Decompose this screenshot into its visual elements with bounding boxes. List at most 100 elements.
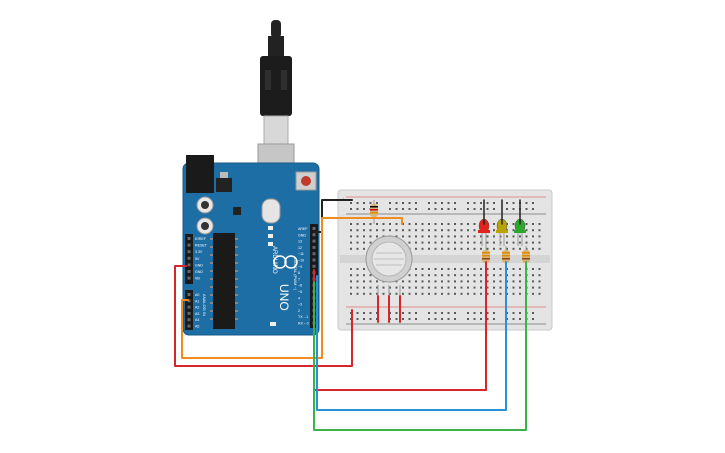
power-pin[interactable] [187,256,191,260]
bb-hole [486,318,489,320]
bb-hole [369,274,372,277]
bb-hole [395,318,398,320]
bb-hole [356,247,359,250]
bb-hole [402,202,404,204]
bb-hole [493,247,495,250]
bb-hole [369,223,372,225]
arduino-uno-board[interactable]: ARDUINO UNO DIGITAL (PWM ~) ANALOG IN AR… [182,155,320,336]
wire-blue-pin[interactable] [316,261,507,411]
reset-button-cap[interactable] [301,176,311,186]
bb-hole [415,274,417,277]
bb-hole [467,247,469,250]
bb-hole [408,229,411,232]
bb-hole [473,274,476,277]
arduino-logo [273,255,298,269]
digital-pin[interactable] [312,258,316,262]
bb-hole [389,286,391,289]
bb-hole [408,241,411,244]
power-pin[interactable] [187,243,191,247]
digital-pin[interactable] [312,227,316,230]
bb-hole [421,247,424,250]
power-pin[interactable] [187,276,191,280]
analog-pin[interactable] [187,293,191,296]
digital-pin[interactable] [312,233,316,237]
power-pin[interactable] [187,270,191,273]
bb-hole [415,268,417,270]
digital-pin[interactable] [312,252,316,256]
bb-hole [493,318,495,320]
digital-pin[interactable] [312,245,316,249]
analog-header-label: ANALOG IN [202,294,207,316]
digital-pin[interactable] [312,264,316,268]
bb-hole [441,235,443,238]
pin-label: GND [195,270,203,274]
pin-label: 13 [298,240,302,244]
bb-hole [369,202,372,204]
bb-hole [382,292,385,295]
power-pin[interactable] [187,263,191,267]
bb-hole [525,223,528,225]
green-led[interactable] [514,218,526,246]
bb-hole [415,292,417,295]
bb-hole [532,235,534,238]
pin-label: 3.3V [195,250,203,254]
bb-hole [389,223,391,225]
led-resistor[interactable] [502,246,510,268]
bb-hole [441,268,443,270]
bb-hole [447,202,450,204]
bb-hole [512,280,515,283]
bb-hole [447,318,450,320]
bb-hole [493,280,495,283]
bb-hole [369,312,372,314]
bb-hole [467,208,469,210]
sensor-resistor[interactable] [370,200,378,224]
bb-hole [363,280,365,283]
bb-hole [428,247,430,250]
bb-hole [486,235,489,238]
wire-black-gnd[interactable] [313,199,353,233]
power-pin[interactable] [187,250,191,254]
bb-hole [519,312,521,314]
yellow-led[interactable] [496,218,508,246]
bb-hole [441,202,443,204]
wire-orange-a0[interactable] [181,217,403,359]
bb-hole [350,202,352,204]
bb-hole [389,292,391,295]
bb-hole [356,223,359,225]
bb-hole [473,229,476,232]
power-pin[interactable] [187,237,191,240]
bb-hole [408,292,411,295]
analog-pin[interactable] [187,324,191,328]
bb-hole [428,229,430,232]
bb-hole [460,292,463,295]
analog-pin[interactable] [187,318,191,322]
bb-hole [441,223,443,225]
analog-pin[interactable] [187,305,191,309]
bb-hole [486,202,489,204]
bb-hole [395,286,398,289]
bb-hole [447,268,450,270]
bb-hole [408,280,411,283]
bb-hole [441,229,443,232]
bb-hole [493,286,495,289]
wire-green-pin[interactable] [313,261,527,431]
bb-hole [434,229,437,232]
bb-hole [421,229,424,232]
analog-pin[interactable] [187,311,191,315]
bb-hole [454,202,456,204]
bb-hole [493,292,495,295]
rail-plus-label: + [342,196,345,201]
analog-pin[interactable] [187,299,191,303]
bb-hole [499,247,502,250]
bb-hole [486,274,489,277]
bb-hole [369,229,372,232]
pin-label: 12 [298,246,302,250]
pin-label: ~5 [298,290,302,294]
bb-hole [480,235,482,238]
bb-hole [467,286,469,289]
wire-red-5v[interactable] [174,265,353,367]
bb-hole [421,292,424,295]
bb-hole [480,274,482,277]
bb-hole [473,223,476,225]
digital-pin[interactable] [312,239,316,243]
